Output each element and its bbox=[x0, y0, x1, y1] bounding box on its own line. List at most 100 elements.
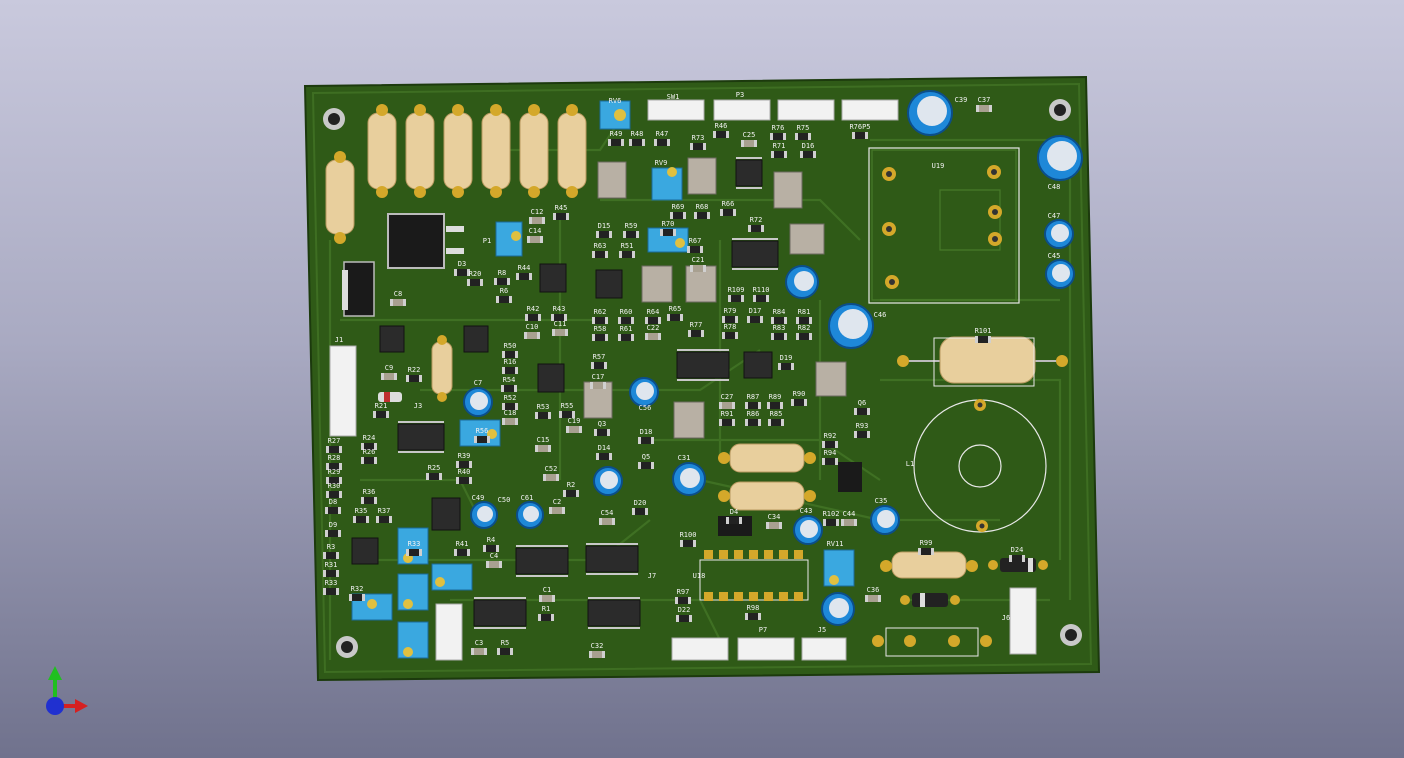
smd-footprint bbox=[688, 330, 704, 337]
smd-footprint bbox=[660, 229, 676, 236]
ref-designator: C15 bbox=[537, 436, 550, 444]
smd-footprint bbox=[618, 317, 634, 324]
ref-designator: R41 bbox=[456, 540, 469, 548]
smd-footprint bbox=[918, 548, 934, 555]
ref-designator: C4 bbox=[490, 552, 498, 560]
smd-footprint bbox=[563, 490, 579, 497]
ref-designator: R6 bbox=[500, 287, 508, 295]
smd-footprint bbox=[638, 462, 654, 469]
ref-designator: D9 bbox=[329, 521, 337, 529]
ref-designator: R30 bbox=[328, 482, 341, 490]
trimmer-potentiometers[interactable] bbox=[351, 100, 855, 659]
ref-designator: Q5 bbox=[642, 453, 650, 461]
smd-footprint bbox=[471, 648, 487, 655]
ref-designator: C25 bbox=[743, 131, 756, 139]
ref-designator: R79 bbox=[724, 307, 737, 315]
resistor-horizontal bbox=[718, 481, 816, 511]
smd-footprint bbox=[353, 516, 369, 523]
ref-designator: R59 bbox=[625, 222, 638, 230]
ref-designator: D16 bbox=[802, 142, 815, 150]
ref-designator: R75 bbox=[797, 124, 810, 132]
smd-footprint bbox=[361, 497, 377, 504]
ref-designator: R84 bbox=[773, 308, 786, 316]
smd-footprint bbox=[589, 651, 605, 658]
electrolytic-capacitors[interactable] bbox=[463, 90, 1083, 626]
smd-footprint bbox=[713, 131, 729, 138]
ref-designator: R92 bbox=[824, 432, 837, 440]
smd-footprint bbox=[497, 648, 513, 655]
integrated-circuits[interactable] bbox=[351, 159, 779, 627]
smd-footprint bbox=[494, 278, 510, 285]
ref-designator: R50 bbox=[504, 342, 517, 350]
ref-designator: C49 bbox=[472, 494, 485, 502]
smd-footprint bbox=[535, 412, 551, 419]
smd-footprint bbox=[381, 373, 397, 380]
ref-designator: R20 bbox=[469, 270, 482, 278]
ref-designator: J1 bbox=[335, 336, 343, 344]
ref-designator: R8 bbox=[498, 269, 506, 277]
diodes[interactable] bbox=[378, 392, 1048, 607]
inductor-l1[interactable] bbox=[913, 399, 1047, 533]
ref-designator: C19 bbox=[568, 417, 581, 425]
ref-designator: RV9 bbox=[655, 159, 668, 167]
u18-dip-package[interactable] bbox=[699, 550, 809, 601]
smd-footprint bbox=[323, 552, 339, 559]
smd-footprint bbox=[728, 295, 744, 302]
ref-designator: R42 bbox=[527, 305, 540, 313]
smd-footprint bbox=[406, 375, 422, 382]
smd-footprint bbox=[456, 461, 472, 468]
ref-designator: C31 bbox=[678, 454, 691, 462]
ref-designator: C45 bbox=[1048, 252, 1061, 260]
transformer-u19[interactable] bbox=[868, 147, 1020, 304]
ref-designator: R70 bbox=[662, 220, 675, 228]
smd-footprint bbox=[406, 549, 422, 556]
ref-designator: C61 bbox=[521, 494, 534, 502]
mounting-holes bbox=[323, 99, 1082, 658]
smd-footprint bbox=[632, 508, 648, 515]
ref-designator: R100 bbox=[680, 531, 697, 539]
power-packages[interactable] bbox=[342, 213, 862, 536]
connectors[interactable] bbox=[329, 99, 1037, 661]
ref-designator: R83 bbox=[773, 324, 786, 332]
ref-designator: C46 bbox=[874, 311, 887, 319]
ref-designator: R91 bbox=[721, 410, 734, 418]
power-resistors[interactable] bbox=[325, 104, 1068, 579]
ref-designator: P7 bbox=[759, 626, 767, 634]
smd-footprint bbox=[599, 518, 615, 525]
ref-designator: R45 bbox=[555, 204, 568, 212]
smd-footprint bbox=[726, 517, 742, 524]
smd-footprint bbox=[592, 317, 608, 324]
axis-gizmo[interactable] bbox=[46, 666, 88, 715]
ref-designator: C34 bbox=[768, 513, 781, 521]
ref-designator: P3 bbox=[736, 91, 744, 99]
ref-designator: U18 bbox=[693, 572, 706, 580]
ref-designator: R21 bbox=[375, 402, 388, 410]
ref-designator: R2 bbox=[567, 481, 575, 489]
smd-footprint bbox=[594, 429, 610, 436]
smd-footprint bbox=[976, 105, 992, 112]
smd-footprint bbox=[675, 597, 691, 604]
ref-designator: R81 bbox=[798, 308, 811, 316]
ref-designator: R56 bbox=[476, 427, 489, 435]
ref-designator: R93 bbox=[856, 422, 869, 430]
smd-footprint bbox=[1009, 555, 1025, 562]
smd-footprint bbox=[596, 231, 612, 238]
ref-designator: C14 bbox=[529, 227, 542, 235]
smd-footprint bbox=[645, 333, 661, 340]
ref-designator: R110 bbox=[753, 286, 770, 294]
smd-footprint bbox=[502, 403, 518, 410]
ref-designator: D17 bbox=[749, 307, 762, 315]
ref-designator: R22 bbox=[408, 366, 421, 374]
ref-designator: R26 bbox=[363, 448, 376, 456]
ref-designator: C17 bbox=[592, 373, 605, 381]
smd-footprint bbox=[549, 507, 565, 514]
smd-footprint bbox=[865, 595, 881, 602]
pcb-board-inner bbox=[311, 82, 1093, 674]
fuse-holder[interactable] bbox=[872, 627, 992, 657]
ref-designator: C9 bbox=[385, 364, 393, 372]
ref-designator: C56 bbox=[639, 404, 652, 412]
resistor-r99 bbox=[880, 551, 978, 579]
smd-footprint bbox=[654, 139, 670, 146]
ref-designator: C7 bbox=[474, 379, 482, 387]
